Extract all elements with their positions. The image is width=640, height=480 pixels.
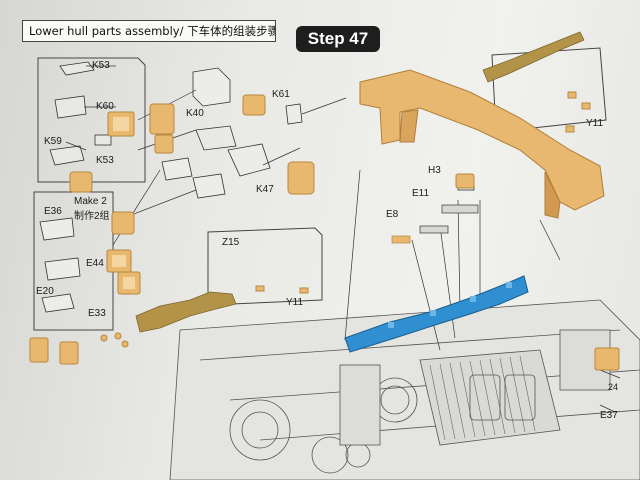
header-title: Lower hull parts assembly/ 下车体的组装步骤	[22, 20, 276, 42]
label-make2-cn: 制作2组	[74, 211, 110, 222]
label-e36: E36	[44, 206, 62, 217]
k40-k47-drawing	[39, 67, 475, 313]
label-e8: E8	[386, 209, 399, 220]
label-e37: E37	[600, 410, 618, 421]
label-k40: K40	[186, 108, 204, 119]
label-y11-mid: Y11	[286, 297, 304, 308]
resin-small-parts	[29, 91, 620, 371]
label-k53-low: K53	[96, 155, 114, 166]
label-e33: E33	[88, 308, 106, 319]
label-k47: K47	[256, 184, 274, 195]
step-number-badge: Step 47	[296, 26, 380, 52]
label-e20: E20	[36, 286, 54, 297]
blue-rail-part	[344, 275, 529, 353]
e-rail-parts	[391, 204, 479, 244]
label-z15: Z15	[222, 237, 240, 248]
label-k53-top: K53	[92, 60, 110, 71]
k-subassembly-frame	[37, 57, 146, 183]
label-y11-right: Y11	[586, 118, 604, 129]
label-make2-en: Make 2	[74, 196, 107, 207]
hull-line-art	[169, 299, 640, 480]
resin-hull-beam	[359, 69, 605, 219]
label-k59: K59	[44, 136, 62, 147]
label-k60: K60	[96, 101, 114, 112]
page-number: 24	[608, 382, 619, 392]
label-k61: K61	[272, 89, 290, 100]
photo-etch-parts	[135, 31, 585, 333]
k-parts-drawing	[49, 61, 112, 166]
label-h3: H3	[428, 165, 441, 176]
label-e11: E11	[412, 188, 430, 199]
label-e44: E44	[86, 258, 104, 269]
